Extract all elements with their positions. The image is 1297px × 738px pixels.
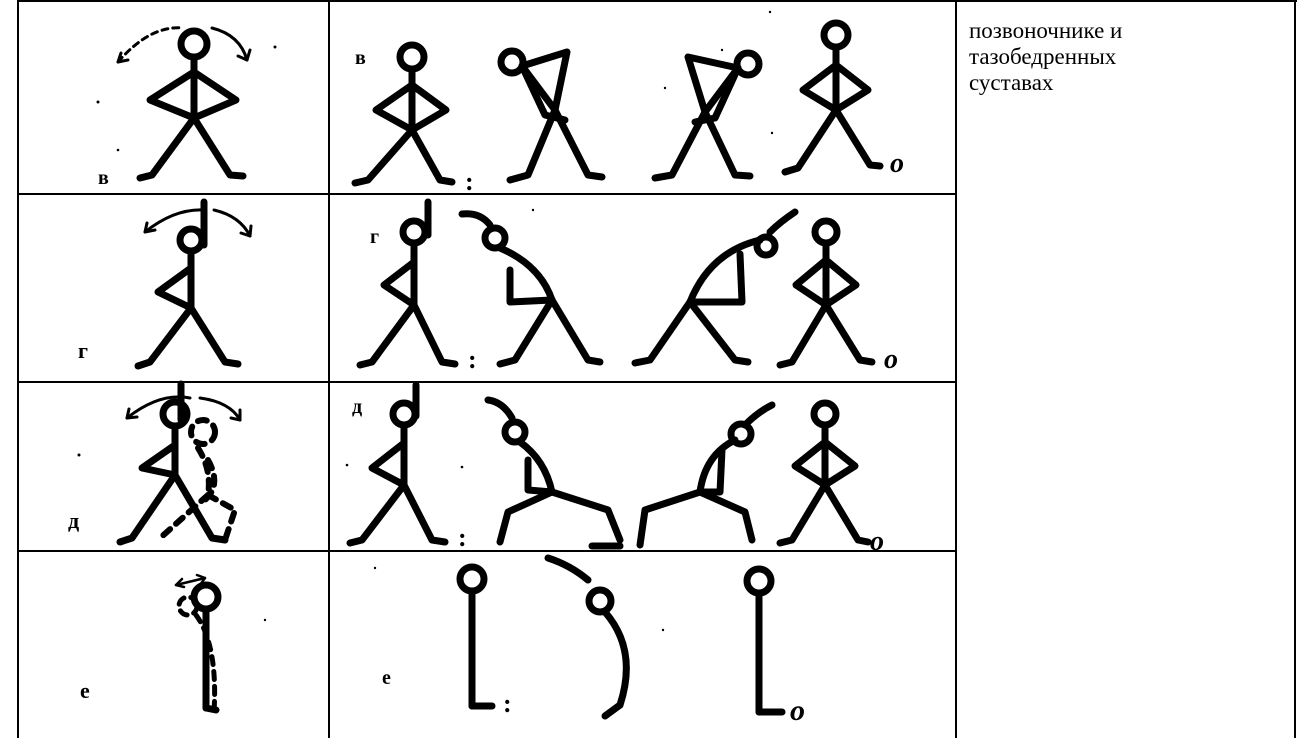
row-v-sequence: в : о (355, 23, 904, 196)
table-border-right (1294, 0, 1296, 738)
row-d-start-label: д (68, 508, 79, 533)
exercise-description: позвоночнике и тазобедренных суставах (969, 18, 1289, 96)
row-g-start-label: г (78, 338, 88, 363)
row-e-pause-mark: : (503, 689, 512, 718)
row-e-sequence: е : о (382, 558, 805, 727)
row-d-sequence-label: д (352, 396, 362, 418)
row-d-end-mark: о (870, 526, 884, 557)
row-g-sequence-label: г (370, 226, 379, 248)
row-d-pause-mark: : (458, 523, 467, 552)
row-d-sequence: д : о (350, 385, 884, 557)
row-d-start-figure: д (68, 384, 240, 542)
row-g-pause-mark: : (468, 345, 477, 374)
row-g-start-figure: г (78, 202, 251, 366)
exercise-illustrations: в в : о (0, 0, 955, 738)
row-e-end-mark: о (790, 694, 805, 727)
description-line: суставах (969, 70, 1289, 96)
row-v-start-label: в (98, 167, 109, 189)
row-v-start-figure: в (98, 28, 250, 189)
row-v-pause-mark: : (465, 167, 474, 196)
row-e-start-label: е (80, 678, 90, 703)
row-e-sequence-label: е (382, 667, 391, 689)
row-e-start-figure: е (80, 575, 218, 712)
row-g-end-mark: о (884, 344, 898, 375)
description-line: позвоночнике и (969, 18, 1289, 44)
row-g-sequence: г : о (360, 202, 898, 375)
row-v-end-mark: о (890, 148, 904, 179)
description-line: тазобедренных (969, 44, 1289, 70)
row-v-sequence-label: в (355, 47, 366, 69)
table-border-col2 (955, 0, 957, 738)
